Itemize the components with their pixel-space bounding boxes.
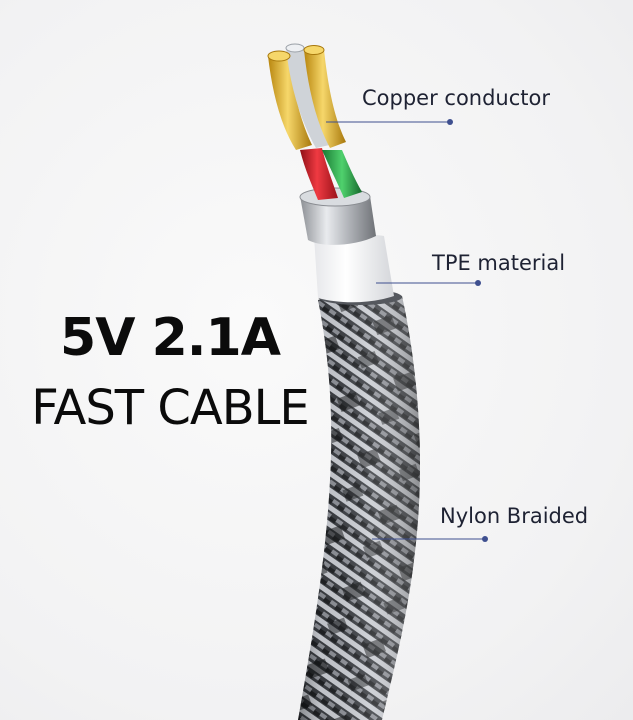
headline-spec: 5V 2.1A [60,308,281,368]
tpe-jacket [314,233,394,303]
callout-dot-nylon [482,536,488,542]
callout-dot-copper [447,119,453,125]
callout-nylon-braided: Nylon Braided [440,504,589,528]
copper-conductors [267,43,346,150]
callout-lines [326,119,488,542]
callout-dot-tpe [475,280,481,286]
callout-tpe-material: TPE material [432,251,566,275]
headline-title: FAST CABLE [31,380,309,436]
metal-collar [299,187,376,245]
inner-wires [300,148,362,200]
callout-copper-conductor: Copper conductor [362,86,551,110]
